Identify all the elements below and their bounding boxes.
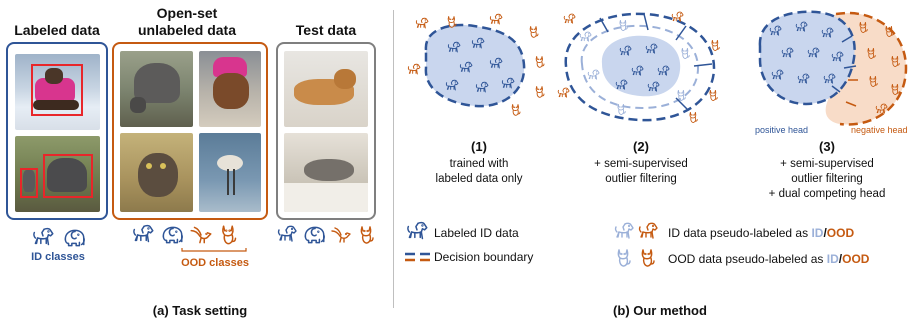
- legend-labeled-id-icon: [407, 221, 428, 240]
- test-photo-cat: [284, 133, 368, 212]
- legend-id-pseudo-text: ID data pseudo-labeled as ID/OOD: [668, 226, 854, 240]
- legend-decision-boundary-text: Decision boundary: [434, 250, 534, 264]
- id-class-icons: [33, 227, 85, 247]
- cat-icon: [617, 249, 631, 267]
- legend-decision-boundary-icon: [405, 252, 430, 262]
- legend-ood-pseudo-text: OOD data pseudo-labeled as ID/OOD: [668, 252, 869, 266]
- openset-photo-cat: [120, 133, 193, 212]
- dog-icon: [638, 222, 658, 239]
- dog-icon: [277, 225, 297, 242]
- labeled-data-box: [6, 42, 108, 220]
- labeled-photo-elephant: [15, 136, 100, 212]
- openset-photo-elephants: [120, 51, 193, 127]
- dog-icon: [614, 222, 634, 239]
- bird-icon: [190, 226, 212, 244]
- task-setting-caption: (a) Task setting: [152, 303, 248, 318]
- labeled-data-title: Labeled data: [14, 22, 100, 38]
- openset-title-line1: Open-set: [156, 5, 218, 21]
- elephant-icon: [304, 226, 325, 244]
- legend-id-word: ID: [811, 226, 824, 240]
- step-3-line1: + semi-supervised: [780, 158, 874, 170]
- elephant-icon: [162, 226, 183, 244]
- panel-3-diagram: [758, 10, 908, 126]
- section-divider: [393, 10, 394, 308]
- ood-bracket: [181, 248, 247, 252]
- legend-ood-pseudo-icons: [617, 249, 655, 267]
- positive-head-label: positive head: [755, 125, 809, 135]
- id-classes-label: ID classes: [31, 251, 85, 263]
- bbox: [43, 154, 93, 198]
- step-3-line2: outlier filtering: [791, 173, 863, 185]
- bird-icon: [331, 227, 351, 243]
- our-method-caption: (b) Our method: [613, 303, 707, 318]
- cat-icon: [360, 226, 374, 244]
- legend-id-word-2: ID: [826, 252, 839, 266]
- openset-data-box: [112, 42, 268, 220]
- legend-slash: /: [823, 226, 827, 240]
- labeled-photo-dog: [15, 54, 100, 130]
- step-2-number: (2): [633, 139, 649, 154]
- test-data-title: Test data: [295, 22, 357, 38]
- elephant-icon: [64, 229, 85, 247]
- ood-classes-label: OOD classes: [181, 257, 249, 269]
- legend-labeled-id-text: Labeled ID data: [434, 226, 519, 240]
- dog-icon: [33, 227, 54, 246]
- legend-ood-word-2: OOD: [842, 252, 870, 266]
- step-3-number: (3): [819, 139, 835, 154]
- panel-2-diagram: [557, 11, 720, 123]
- panel-1-diagram: [407, 13, 545, 116]
- test-data-box: [276, 42, 376, 220]
- legend-slash-2: /: [838, 252, 843, 266]
- cat-icon: [641, 249, 655, 267]
- bbox: [31, 64, 83, 116]
- dog-icon: [407, 221, 428, 240]
- step-1-line1: trained with: [449, 158, 509, 170]
- legend-id-pseudo-icons: [614, 222, 658, 239]
- legend-ood-word: OOD: [826, 226, 855, 240]
- legend-ood-pseudo-prefix: OOD data pseudo-labeled as: [668, 252, 827, 266]
- test-class-icons: [277, 225, 374, 244]
- cat-icon: [222, 225, 237, 245]
- legend-id-pseudo-prefix: ID data pseudo-labeled as: [668, 226, 812, 240]
- negative-head-label: negative head: [851, 125, 908, 135]
- step-2-line2: outlier filtering: [605, 173, 677, 185]
- step-3-line3: + dual competing head: [768, 188, 886, 200]
- dog-icon: [133, 224, 154, 243]
- step-1-line2: labeled data only: [435, 173, 523, 185]
- test-photo-dog: [284, 51, 368, 127]
- ood-class-icons: [133, 224, 237, 245]
- openset-photo-bird: [199, 133, 261, 212]
- step-2-line1: + semi-supervised: [594, 158, 688, 170]
- step-1-number: (1): [471, 139, 487, 154]
- bbox: [20, 168, 38, 198]
- openset-photo-dog-pink: [199, 51, 261, 127]
- openset-title-line2: unlabeled data: [137, 22, 237, 38]
